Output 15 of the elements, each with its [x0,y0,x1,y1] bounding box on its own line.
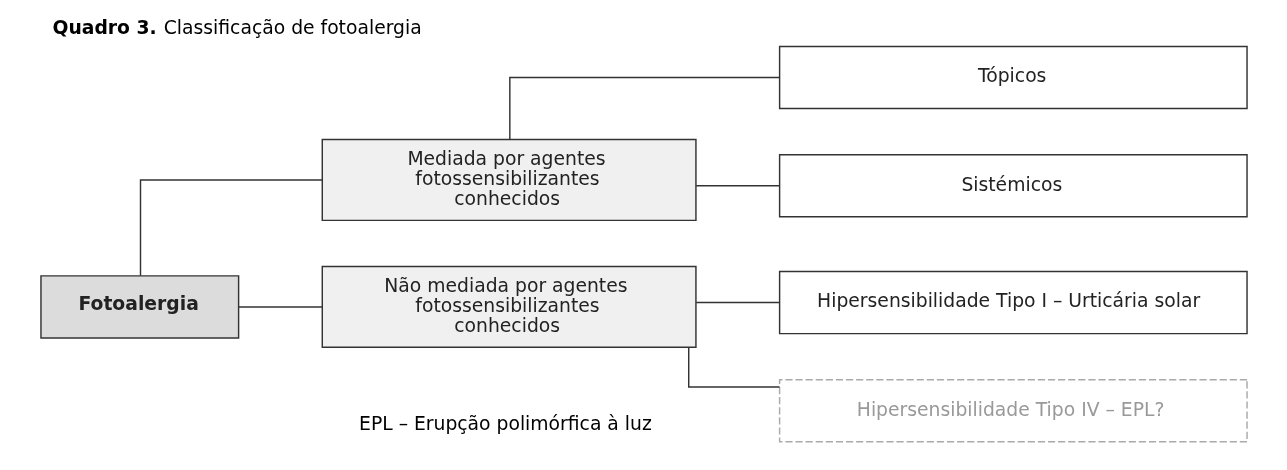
connector [687,346,780,388]
connector [694,184,780,186]
connector [508,76,780,140]
node-box: Fotoalergia [39,274,239,339]
node-box: Hipersensibilidade Tipo IV – EPL? [778,378,1248,443]
node-box: Mediada por agentes fotossensibilizantes conhecidos [321,138,697,221]
node-box: Não mediada por agentes fotossensibilizantes conhecidos [321,265,697,348]
connector [237,305,323,308]
diagram-title: Quadro 3. Classificação de fotoalergia [52,16,422,38]
connector [694,301,780,303]
node-box: Sistémicos [778,153,1248,217]
node-box: Hipersensibilidade Tipo I – Urticária solar [778,270,1248,334]
label: EPL – Erupção polimórfica à luz [358,412,652,434]
connector [139,178,323,276]
node-box: Tópicos [778,45,1248,109]
